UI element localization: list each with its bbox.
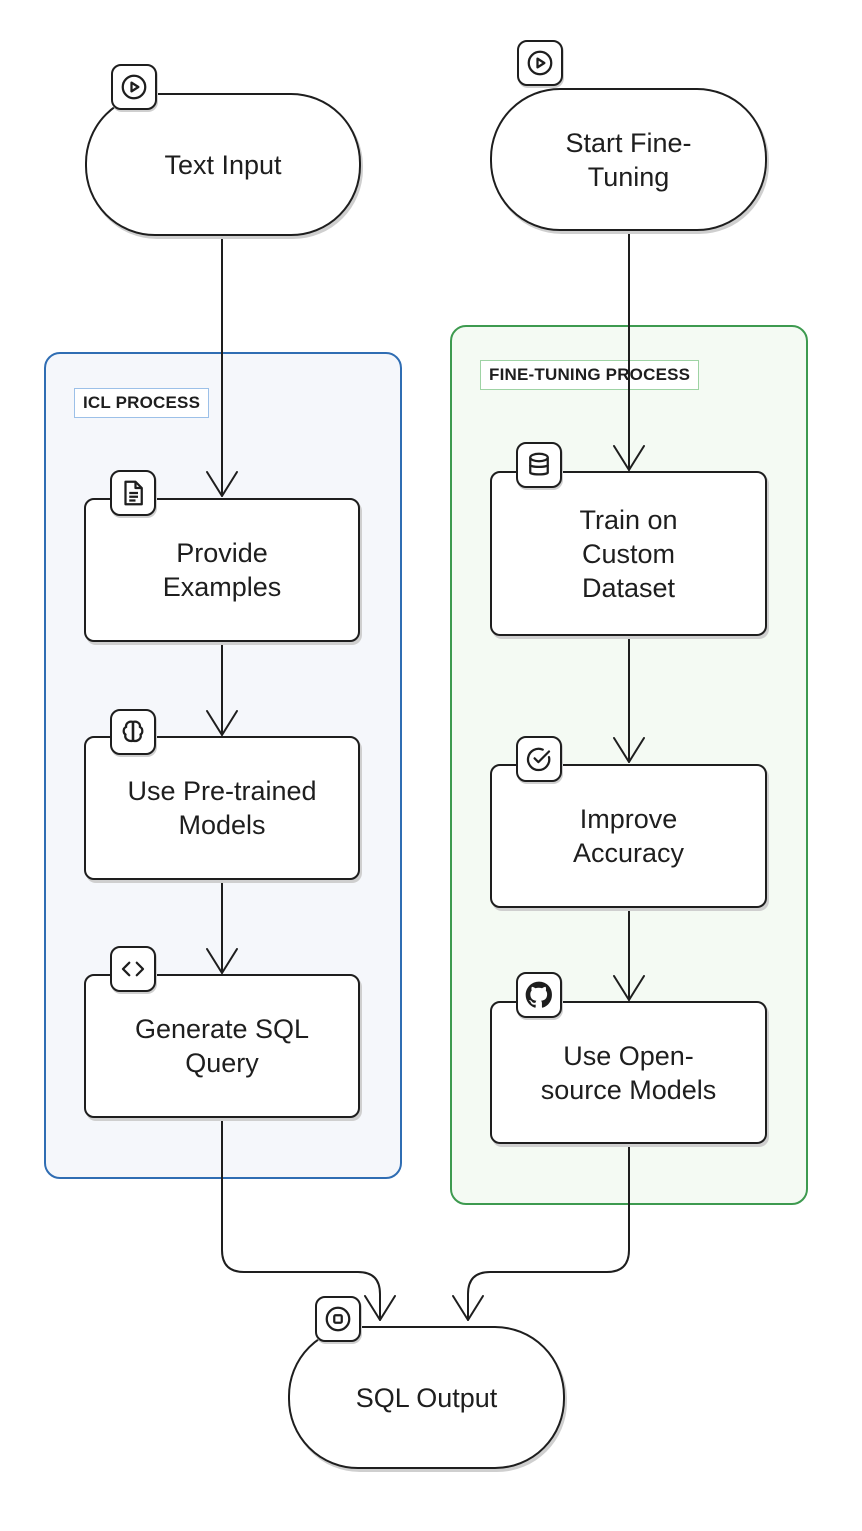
arrow-open-source-to-sql-output bbox=[467, 1143, 630, 1321]
github-icon bbox=[516, 972, 562, 1018]
database-icon bbox=[516, 442, 562, 488]
improve-accuracy-node[interactable]: Improve Accuracy bbox=[490, 764, 767, 908]
arrowhead-generate-sql bbox=[206, 948, 238, 974]
stop-icon bbox=[315, 1296, 361, 1342]
arrowhead-sql-output-left bbox=[364, 1295, 396, 1321]
text-input-node[interactable]: Text Input bbox=[85, 93, 361, 236]
open-source-label: Use Open- source Models bbox=[540, 1040, 717, 1105]
open-source-node[interactable]: Use Open- source Models bbox=[490, 1001, 767, 1144]
generate-sql-label: Generate SQL Query bbox=[134, 1014, 310, 1078]
fine-tuning-process-label: FINE-TUNING PROCESS bbox=[480, 360, 700, 390]
arrowhead-train bbox=[613, 445, 645, 471]
document-icon bbox=[110, 470, 156, 516]
arrowhead-improve bbox=[613, 737, 645, 763]
use-pretrained-label: Use Pre-trained Models bbox=[127, 776, 317, 840]
sql-output-label: SQL Output bbox=[355, 1382, 498, 1413]
code-icon bbox=[110, 946, 156, 992]
sql-output-node[interactable]: SQL Output bbox=[288, 1326, 565, 1469]
provide-examples-label: Provide Examples bbox=[162, 538, 282, 602]
arrowhead-sql-output-right bbox=[452, 1295, 484, 1321]
start-fine-tuning-label: Start Fine- Tuning bbox=[565, 127, 692, 192]
arrowhead-provide-examples bbox=[206, 471, 238, 497]
arrowhead-use-pretrained bbox=[206, 710, 238, 736]
start-fine-tuning-node[interactable]: Start Fine- Tuning bbox=[490, 88, 767, 231]
improve-accuracy-label: Improve Accuracy bbox=[572, 804, 685, 868]
arrowhead-open-source bbox=[613, 975, 645, 1001]
train-dataset-label: Train on Custom Dataset bbox=[579, 504, 678, 603]
check-circle-icon bbox=[516, 736, 562, 782]
train-dataset-node[interactable]: Train on Custom Dataset bbox=[490, 471, 767, 636]
icl-process-label: ICL PROCESS bbox=[74, 388, 210, 418]
provide-examples-node[interactable]: Provide Examples bbox=[84, 498, 360, 642]
arrow-generate-sql-to-sql-output bbox=[221, 1117, 381, 1321]
text-input-label: Text Input bbox=[164, 149, 282, 180]
brain-icon bbox=[110, 709, 156, 755]
play-icon bbox=[517, 40, 563, 86]
generate-sql-node[interactable]: Generate SQL Query bbox=[84, 974, 360, 1118]
play-icon bbox=[111, 64, 157, 110]
use-pretrained-node[interactable]: Use Pre-trained Models bbox=[84, 736, 360, 880]
